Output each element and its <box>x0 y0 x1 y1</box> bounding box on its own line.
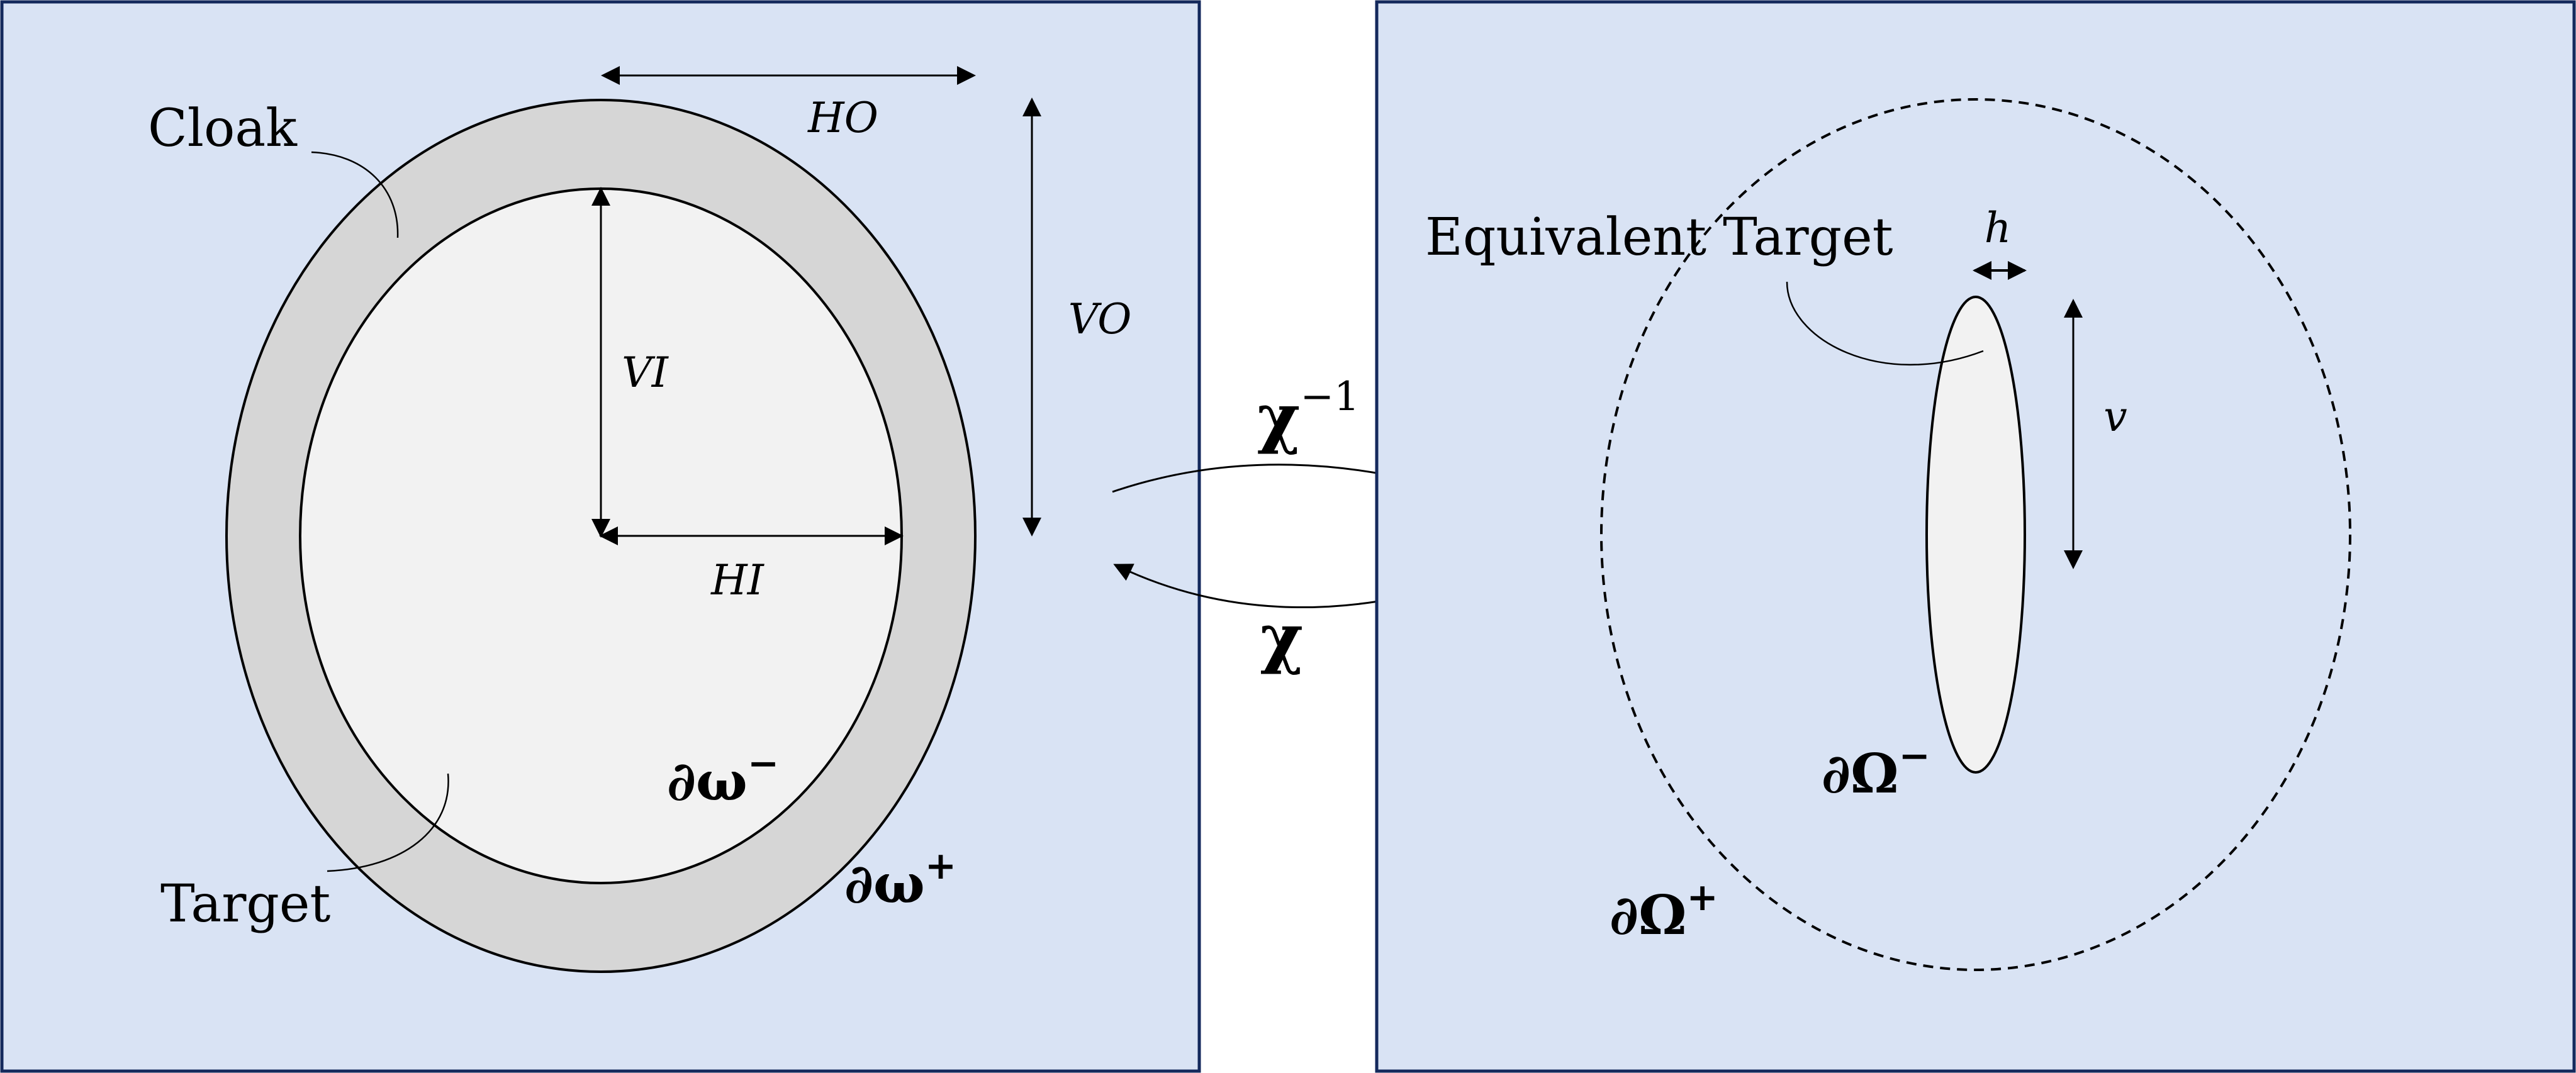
outer-boundary-omega-plus-label: ∂ω+ <box>844 844 956 916</box>
inverse-map-base: χ <box>1257 379 1300 456</box>
vi-label: VI <box>622 348 669 397</box>
target-label: Target <box>160 874 330 934</box>
equivalent-target-leader-line <box>1786 281 1984 366</box>
outer-boundary-omega-plus-sup: + <box>925 844 956 888</box>
inner-boundary-big-omega-minus-base: ∂Ω <box>1822 742 1899 806</box>
outer-boundary-big-omega-plus-label: ∂Ω+ <box>1610 876 1718 947</box>
inner-boundary-omega-minus-sup: − <box>748 742 779 786</box>
virtual-domain-panel: Equivalent Target h v ∂Ω− ∂Ω+ <box>1375 0 2576 1073</box>
inner-boundary-big-omega-minus-sup: − <box>1899 734 1930 778</box>
h-label: h <box>1985 204 2012 252</box>
ho-label: HO <box>807 94 878 142</box>
inner-boundary-omega-minus-label: ∂ω− <box>667 742 779 813</box>
outer-boundary-big-omega-plus-sup: + <box>1687 876 1718 920</box>
inverse-map-label: χ−1 <box>1257 374 1360 456</box>
forward-map-label: χ <box>1260 599 1303 676</box>
outer-boundary-big-omega-plus-base: ∂Ω <box>1610 884 1687 947</box>
inverse-map-sup: −1 <box>1300 374 1359 420</box>
inner-boundary-big-omega-minus-label: ∂Ω− <box>1822 734 1930 806</box>
v-label: v <box>2103 392 2127 441</box>
equivalent-target-region <box>1925 296 2026 774</box>
mapping-arrows: χ−1 χ <box>1112 374 1484 676</box>
cloak-label: Cloak <box>148 99 298 158</box>
hi-label: HI <box>710 556 765 604</box>
outer-boundary-omega-plus-base: ∂ω <box>844 852 925 916</box>
inner-boundary-omega-minus-base: ∂ω <box>667 750 748 813</box>
target-leader-line <box>327 773 449 872</box>
cloak-leader-line <box>311 151 399 238</box>
equivalent-target-label: Equivalent Target <box>1425 208 1893 267</box>
vo-label: VO <box>1068 295 1132 343</box>
outer-boundary-dashed <box>1600 98 2351 971</box>
physical-domain-panel: HO VO VI HI Cloak Target ∂ω− ∂ω+ <box>0 0 1201 1073</box>
